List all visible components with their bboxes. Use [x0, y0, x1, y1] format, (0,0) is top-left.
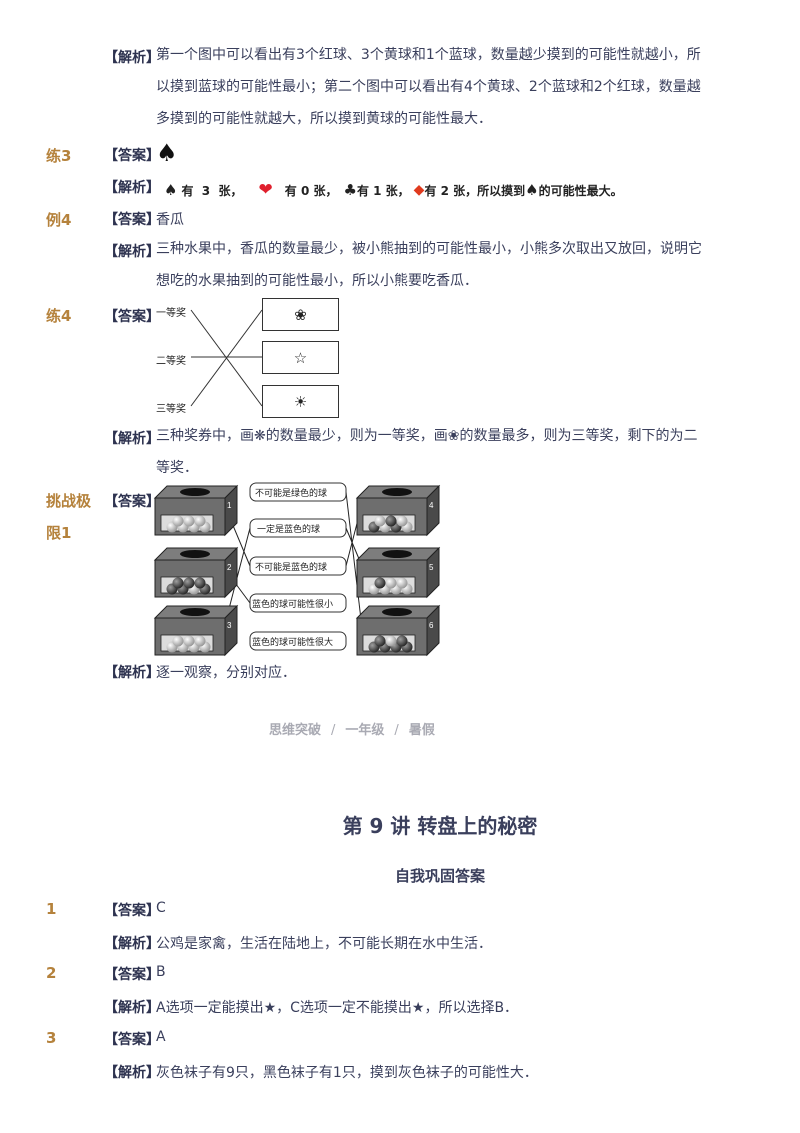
- exercise-number: 练4: [46, 307, 72, 325]
- matching-lines: [190, 309, 263, 407]
- match-label: 蓝色的球可能性很小: [252, 598, 333, 610]
- suit-analysis: ♠ 有 3 张， ❤ 有 0 张， ♣ 有 1 张， ◆ 有 2 张，所以摸到 …: [164, 180, 623, 200]
- suit-text: 有 2 张，所以摸到: [424, 183, 526, 198]
- heart-icon: ❤: [258, 180, 273, 200]
- analysis-tag: 【解析】: [104, 180, 160, 196]
- suit-text: 有 3 张，: [181, 183, 243, 198]
- analysis-text: 公鸡是家禽，生活在陆地上，不可能长期在水中生活．: [156, 936, 492, 952]
- box-number: 2: [227, 563, 232, 572]
- club-icon: ♣: [343, 181, 357, 199]
- box-number: 1: [227, 501, 232, 510]
- analysis-line: 三种水果中，香瓜的数量最少，被小熊抽到的可能性最小，小熊多次取出又放回，说明它: [156, 241, 702, 257]
- page-footer: 思维突破 / 一年级 / 暑假: [269, 719, 435, 738]
- answer-tag: 【答案】: [104, 494, 160, 510]
- example-number: 例4: [46, 211, 72, 229]
- question-number: 2: [46, 964, 57, 982]
- analysis-tag: 【解析】: [104, 936, 160, 952]
- answer-tag: 【答案】: [104, 1032, 160, 1048]
- analysis-line: 以摸到蓝球的可能性最小；第二个图中可以看出有4个黄球、2个蓝球和2个红球，数量越: [156, 79, 701, 95]
- footer-term: 暑假: [408, 723, 435, 738]
- analysis-line: 第一个图中可以看出有3个红球、3个黄球和1个蓝球，数量越少摸到的可能性就越小，所: [156, 47, 701, 63]
- question-number: 1: [46, 900, 57, 918]
- analysis-line: 多摸到的可能性就越大，所以摸到黄球的可能性最大．: [156, 111, 492, 127]
- answer-tag: 【答案】: [104, 212, 160, 228]
- analysis-tag: 【解析】: [104, 665, 160, 681]
- match-label: 蓝色的球可能性很大: [252, 636, 333, 648]
- answer-text: A: [156, 1029, 166, 1045]
- diamond-icon: ◆: [413, 182, 425, 198]
- prize-box-sun: ☀: [262, 385, 339, 418]
- answer-tag: 【答案】: [104, 148, 160, 164]
- answer-text: C: [156, 900, 166, 916]
- spade-icon: ♠: [164, 181, 178, 199]
- ball-box: [154, 547, 238, 598]
- analysis-tag: 【解析】: [104, 1065, 160, 1081]
- footer-series: 思维突破: [269, 723, 322, 738]
- analysis-tag: 【解析】: [104, 50, 160, 66]
- page-title: 第 9 讲 转盘上的秘密: [342, 814, 538, 838]
- footer-separator: /: [331, 723, 336, 738]
- flower-icon: ❀: [294, 305, 307, 324]
- question-number: 3: [46, 1029, 57, 1047]
- answer-tag: 【答案】: [104, 309, 160, 325]
- analysis-line: 三种奖券中，画❋的数量最少，则为一等奖，画❀的数量最多，则为三等奖，剩下的为二: [156, 428, 698, 444]
- prize-box-star: ☆: [262, 341, 339, 374]
- box-number: 4: [429, 501, 434, 510]
- challenge-number: 挑战极: [46, 492, 92, 510]
- answer-text: B: [156, 964, 166, 980]
- challenge-number: 限1: [46, 524, 72, 542]
- analysis-line: 想吃的水果抽到的可能性最小，所以小熊要吃香瓜．: [156, 273, 478, 289]
- star-icon: ☆: [293, 348, 308, 367]
- footer-grade: 一年级: [345, 723, 385, 738]
- box-number: 3: [227, 621, 232, 630]
- analysis-tag: 【解析】: [104, 244, 160, 260]
- answer-tag: 【答案】: [104, 903, 160, 919]
- match-label: 不可能是蓝色的球: [255, 561, 327, 573]
- analysis-text: 逐一观察，分别对应．: [156, 665, 296, 681]
- section-title: 自我巩固答案: [394, 867, 485, 885]
- box-number: 5: [429, 563, 434, 572]
- box-number: 6: [429, 621, 434, 630]
- suit-text: 有 1 张，: [356, 183, 410, 198]
- analysis-text: 三种水果中，香瓜的数量最少，被小熊抽到的可能性最小，小熊多次取出又放回，说明它 …: [156, 233, 702, 297]
- ball-box-diagram: 1 2 3 4 5 6 不可能是绿色的球 一定是蓝色的球 不可能是蓝色的球 蓝色…: [154, 482, 440, 656]
- answer-tag: 【答案】: [104, 967, 160, 983]
- ball-box: [356, 605, 440, 656]
- ball-box: [356, 547, 440, 598]
- analysis-text: 三种奖券中，画❋的数量最少，则为一等奖，画❀的数量最多，则为三等奖，剩下的为二 …: [156, 420, 697, 484]
- prize-label: 三等奖: [156, 404, 186, 415]
- prize-box-flower: ❀: [262, 298, 339, 331]
- analysis-text: A选项一定能摸出★，C选项一定不能摸出★，所以选择B．: [156, 1000, 519, 1016]
- analysis-line: 等奖．: [156, 460, 198, 476]
- match-label: 不可能是绿色的球: [255, 487, 327, 499]
- spade-icon: ♠: [525, 181, 539, 199]
- analysis-tag: 【解析】: [104, 431, 160, 447]
- sun-icon: ☀: [293, 392, 308, 411]
- prize-label: 二等奖: [156, 356, 186, 367]
- spade-answer-icon: ♠: [156, 139, 178, 167]
- ball-box: [154, 485, 238, 536]
- analysis-tag: 【解析】: [104, 1000, 160, 1016]
- suit-text: 有 0 张，: [284, 183, 338, 198]
- prize-label: 一等奖: [156, 308, 186, 319]
- suit-text: 的可能性最大。: [538, 183, 623, 198]
- answer-text: 香瓜: [156, 212, 184, 228]
- exercise-number: 练3: [46, 147, 72, 165]
- ball-box: [356, 485, 440, 536]
- ball-box: [154, 605, 238, 656]
- analysis-text: 灰色袜子有9只，黑色袜子有1只，摸到灰色袜子的可能性大．: [156, 1065, 538, 1081]
- match-label: 一定是蓝色的球: [257, 523, 320, 535]
- footer-separator: /: [394, 723, 399, 738]
- analysis-text: 第一个图中可以看出有3个红球、3个黄球和1个蓝球，数量越少摸到的可能性就越小，所…: [156, 39, 701, 135]
